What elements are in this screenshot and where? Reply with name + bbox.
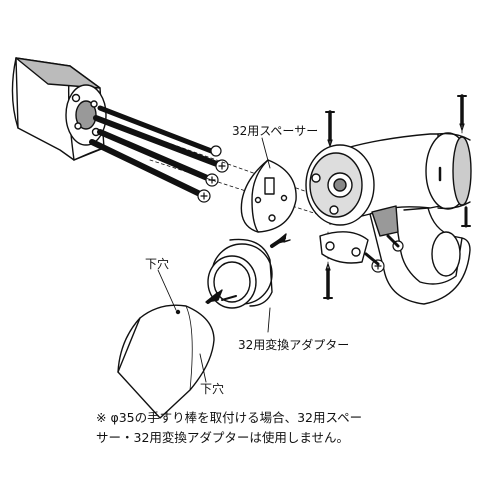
handrail-pipe xyxy=(117,304,215,419)
elbow-bracket xyxy=(305,132,472,305)
label-shita-ana-bottom: 下穴 xyxy=(200,382,225,396)
wood-screws xyxy=(323,94,471,300)
long-screws xyxy=(89,105,229,203)
arrows xyxy=(205,233,291,304)
label-leaders xyxy=(157,137,271,333)
label-adapter: 32用変換アダプター xyxy=(238,338,350,352)
usage-note: ※ φ35の手すり棒を取付ける場合、32用スペー サー・32用変換アダプターは使… xyxy=(96,408,496,448)
spacer-plate xyxy=(240,159,297,233)
label-shita-ana-top: 下穴 xyxy=(145,257,170,271)
wall-mount-block xyxy=(11,57,107,161)
usage-note-line-1: ※ φ35の手すり棒を取付ける場合、32用スペー xyxy=(96,410,363,425)
usage-note-line-2: サー・32用変換アダプターは使用しません。 xyxy=(96,430,350,445)
label-spacer: 32用スペーサー xyxy=(232,124,319,138)
